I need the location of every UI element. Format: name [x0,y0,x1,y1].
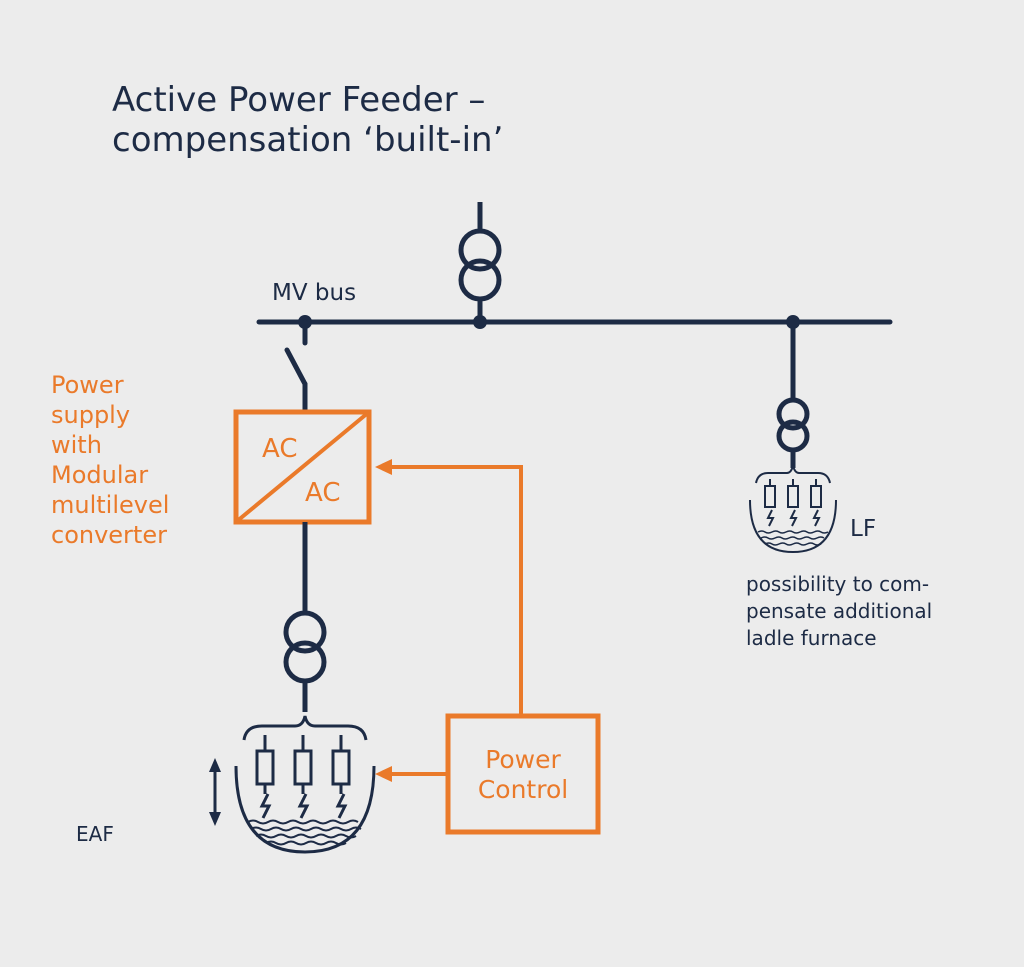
eaf-label: EAF [76,822,114,846]
eaf-brace [242,715,368,741]
converter-box: AC AC [233,409,372,525]
lf-transformer-icon [776,322,810,468]
lf-electrode-icon [810,479,822,527]
power-control-label: Power Control [477,745,569,804]
eaf-furnace-icon [234,765,376,854]
eaf-electrode-icon [331,735,351,819]
control-signal-lines [388,465,523,776]
mv-bus-label: MV bus [272,280,357,306]
lf-label: LF [850,516,877,542]
diagram-title: Active Power Feeder – compensation ‘buil… [112,80,504,160]
lf-note: possibility to com- pensate additional l… [746,572,933,650]
lf-brace [755,462,831,484]
arrow-icon [375,766,392,782]
eaf-electrode-icon [293,735,313,819]
eaf-electrode-icon [255,735,275,819]
power-control-box [445,713,601,835]
converter-description: Power supply with Modular multilevel con… [51,371,170,549]
eaf-transformer-icon [283,522,327,712]
lf-electrode-icon [764,479,776,527]
converter-input-label: AC [262,434,297,464]
arrow-icon [375,459,392,475]
lf-electrode-icon [787,479,799,527]
switch-icon [284,319,308,415]
lf-furnace-icon [749,499,837,554]
up-down-arrow-icon [209,758,221,826]
converter-output-label: AC [305,478,340,508]
main-transformer-icon [458,202,502,322]
